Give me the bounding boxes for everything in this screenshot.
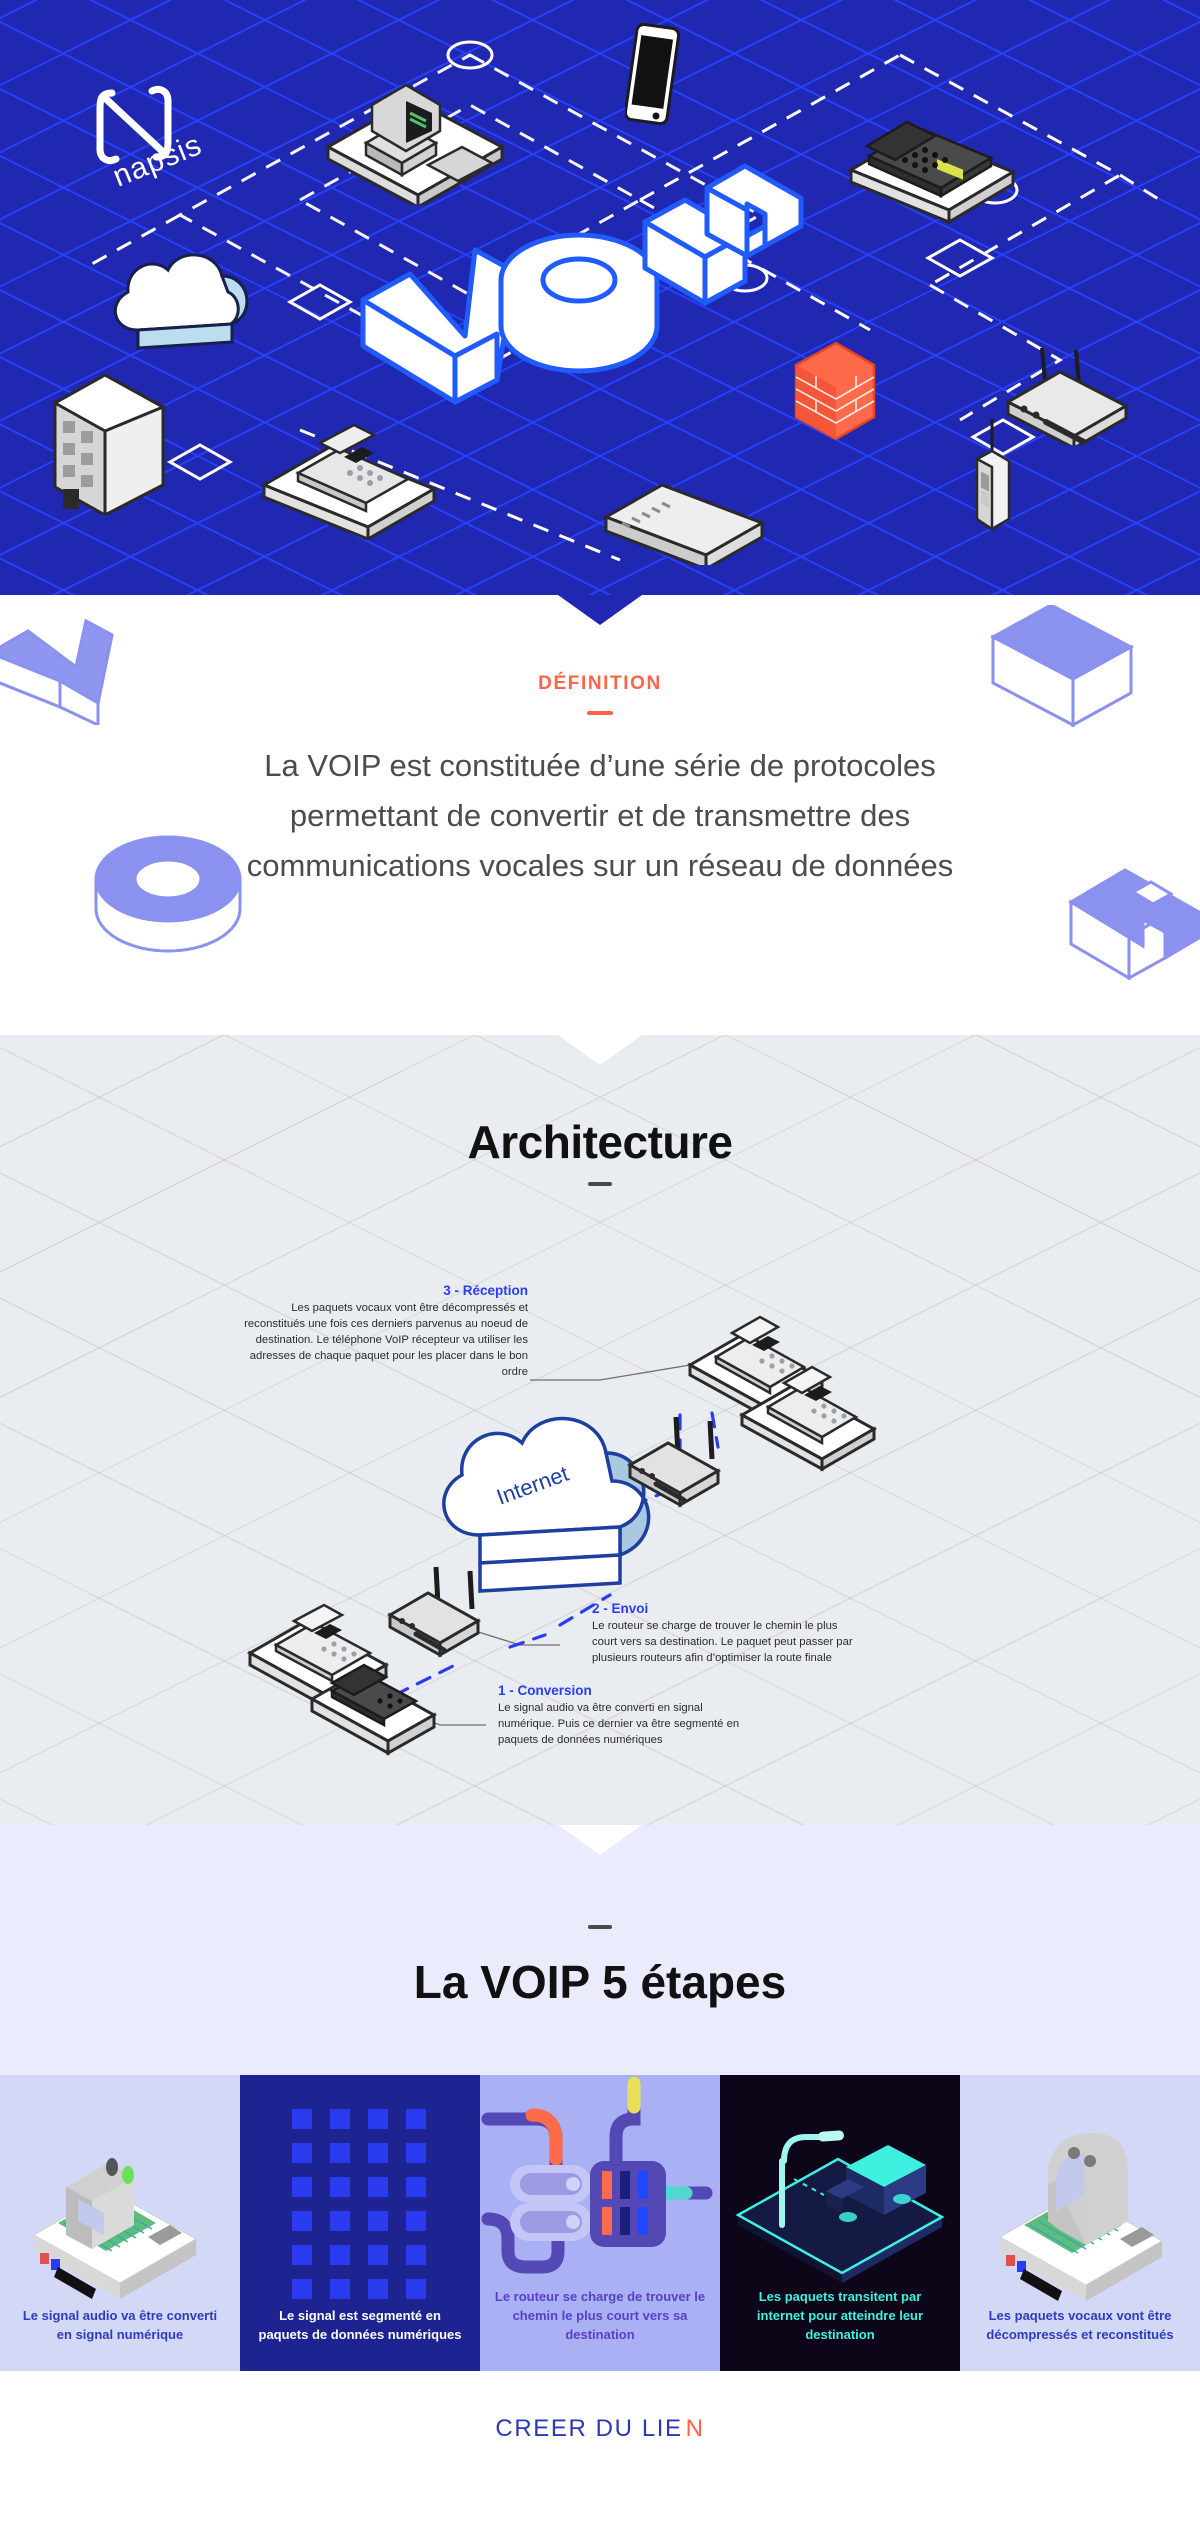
delivery-truck-night-icon [720,2075,960,2305]
five-steps-panels: Le signal audio va être converti en sign… [0,2075,1200,2371]
napsis-logo-text: napsis [108,128,206,193]
hero-bottom-notch [558,595,642,625]
scanner-machine-icon [0,2075,240,2305]
hero-wifi-router-icon [1000,330,1140,451]
flow-router-to-cloud [558,1593,612,1627]
definition-rule [587,711,613,715]
step-panel-4-caption: Les paquets transitent par internet pour… [756,2289,924,2343]
architecture-step-1-body: Le signal audio va être converti en sign… [498,1702,740,1747]
decor-letter-o-icon [88,835,248,970]
definition-body: La VOIP est constituée d’une série de pr… [246,748,954,884]
flow-router-out [508,1633,547,1649]
router-cables-icon [480,2075,720,2305]
architecture-step-2-body: Le routeur se charge de trouver le chemi… [592,1620,853,1665]
architecture-step-2-heading: 2 - Envoi [592,1601,649,1616]
five-steps-top-notch [558,1825,642,1855]
hero-desk-phone-icon [845,100,1020,230]
step-panel-1-caption: Le signal audio va être converti en sign… [22,2308,218,2343]
sending-black-phone-icon [308,1663,438,1756]
hero-firewall-brick-icon [790,335,880,455]
internet-cloud-icon: Internet [442,1416,651,1593]
five-steps-section: La VOIP 5 étapes [0,1825,1200,2371]
router-lower-icon [386,1566,482,1658]
architecture-rule [588,1182,612,1186]
hero-smartphone-icon [623,22,685,137]
step-panel-5[interactable]: Les paquets vocaux vont être décompressé… [960,2075,1200,2371]
hero-network-switch-icon [600,475,770,572]
architecture-top-notch [558,1035,642,1065]
step-panel-2[interactable]: Le signal est segmenté en paquets de don… [240,2075,480,2371]
flow-phone-to-router [393,1663,457,1697]
step-panel-3[interactable]: Le routeur se charge de trouver le chemi… [480,2075,720,2371]
footer-section: CREER DU LIE N [0,2371,1200,2531]
architecture-title: Architecture [467,1116,733,1168]
architecture-step-3: 3 - Réception Les paquets vocaux vont êt… [238,1283,528,1380]
receiving-phone-b-icon [738,1365,878,1472]
creer-du-lien-logo-text: CREER DU LIE [495,2415,683,2442]
hero-cordless-phone-icon [965,415,1025,550]
hero-letter-p [704,163,804,259]
hero-section: napsis .lf{fill:#ffffff;stroke:#1f5bff;s… [0,0,1200,595]
architecture-section: Architecture [0,1035,1200,1825]
hero-letter-o [498,232,660,374]
napsis-logo: napsis [90,75,250,195]
step-panel-1[interactable]: Le signal audio va être converti en sign… [0,2075,240,2371]
architecture-step-3-body: Les paquets vocaux vont être décompressé… [244,1302,528,1379]
architecture-step-1-heading: 1 - Conversion [498,1683,592,1698]
step-panel-4[interactable]: Les paquets transitent par internet pour… [720,2075,960,2371]
hero-voip-phone-icon [258,415,443,545]
router-upper-icon [626,1416,722,1508]
step-panel-5-caption: Les paquets vocaux vont être décompressé… [986,2308,1174,2343]
creer-du-lien-logo: CREER DU LIE N [495,2415,704,2443]
definition-section: DÉFINITION La VOIP est constituée d’une … [0,595,1200,1035]
hero-letter-v [360,247,518,405]
scanner-machine-icon [960,2075,1200,2305]
decor-letter-p-icon [1055,840,1200,985]
creer-du-lien-logo-n-icon: N [685,2415,705,2442]
hero-office-building-icon [45,355,175,520]
flow-router2-antenna-b [710,1411,720,1449]
hero-cloud-icon [100,230,270,365]
definition-kicker: DÉFINITION [538,673,662,694]
decor-letter-v-icon [0,605,170,730]
architecture-grid [0,1035,1200,1825]
architecture-step-3-heading: 3 - Réception [443,1283,528,1298]
receiving-phone-a-icon [686,1315,826,1422]
step-panel-2-caption: Le signal est segmenté en paquets de don… [258,2308,462,2343]
architecture-step-1: 1 - Conversion Le signal audio va être c… [498,1683,748,1748]
architecture-diagram: Internet [246,1315,878,1756]
leader-line-step3 [530,1364,691,1381]
data-packet-grid-icon [240,2075,480,2305]
hero-voip-word: .lf{fill:#ffffff;stroke:#1f5bff;stroke-w… [355,150,805,415]
hero-desktop-computer-icon [320,55,510,210]
decor-letter-i-icon [985,603,1145,740]
step-panel-3-caption: Le routeur se charge de trouver le chemi… [494,2289,706,2343]
five-steps-rule [588,1925,612,1929]
architecture-step-2: 2 - Envoi Le routeur se charge de trouve… [592,1601,862,1666]
five-steps-title: La VOIP 5 étapes [413,1956,787,2008]
